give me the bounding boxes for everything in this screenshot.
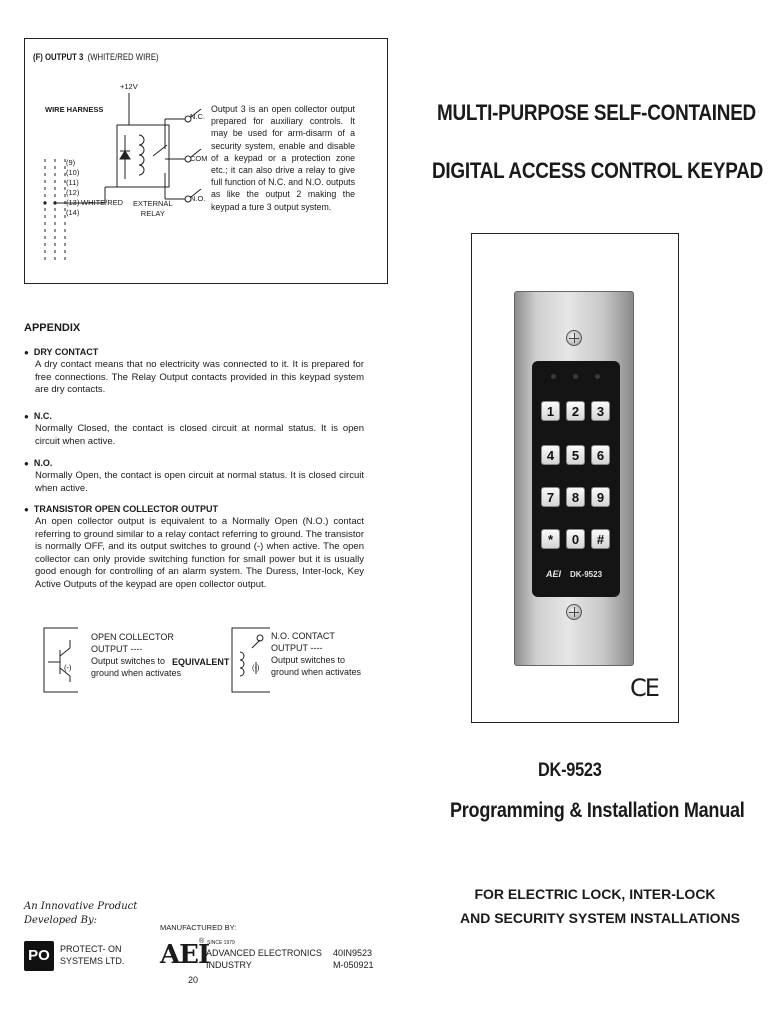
- cover-title-line1: MULTI-PURPOSE SELF-CONTAINED: [437, 100, 756, 125]
- key-0: 0: [566, 529, 585, 549]
- aei-name: ADVANCED ELECTRONICS INDUSTRY: [206, 948, 322, 970]
- output3-heading: (F) OUTPUT 3 (WHITE/RED WIRE): [33, 52, 159, 62]
- keypad-face: 1 2 3 4 5 6 7 8 9 * 0 # AEI DK-9523: [532, 361, 620, 597]
- key-9: 9: [591, 487, 610, 507]
- protecton-logo: PO: [24, 941, 54, 971]
- ground-symbol-right: (-): [252, 663, 260, 672]
- output3-panel: (F) OUTPUT 3 (WHITE/RED WIRE) +12V WIRE …: [24, 38, 388, 284]
- key-star: *: [541, 529, 560, 549]
- appendix-term: N.C.: [33, 411, 52, 421]
- no-contact-caption: N.O. CONTACT OUTPUT ---- Output switches…: [271, 631, 362, 677]
- appendix-title: APPENDIX: [24, 322, 81, 334]
- led-icon: [551, 374, 556, 379]
- top-screw-icon: [566, 330, 582, 346]
- cover-title-line2: DIGITAL ACCESS CONTROL KEYPAD: [432, 158, 764, 183]
- appendix-item-no: ● N.O. Normally Open, the contact is ope…: [24, 458, 364, 494]
- com-label: COM: [190, 154, 208, 163]
- pin-10: (10): [66, 168, 80, 177]
- pin-12: (12): [66, 188, 80, 197]
- aei-since: SINCE 1979: [207, 940, 235, 946]
- appendix-text: Normally Closed, the contact is closed c…: [35, 423, 364, 447]
- appendix-term: N.O.: [33, 458, 53, 468]
- key-6: 6: [591, 445, 610, 465]
- key-2: 2: [566, 401, 585, 421]
- registered-mark: ®: [199, 938, 205, 945]
- equivalence-diagram: [43, 627, 270, 693]
- keypad-brand: AEI: [546, 569, 562, 579]
- relay-wiring-diagram: [43, 93, 202, 264]
- ce-mark-icon: CE: [630, 674, 660, 702]
- bottom-screw-icon: [566, 604, 582, 620]
- appendix-term: TRANSISTOR OPEN COLLECTOR OUTPUT: [33, 504, 219, 514]
- appendix-text: An open collector output is equivalent t…: [35, 516, 364, 590]
- document-codes: 40IN9523 M-050921: [333, 948, 374, 970]
- appendix-item-dry-contact: ● DRY CONTACT A dry contact means that n…: [24, 347, 364, 396]
- led-icon: [573, 374, 578, 379]
- no-label: N.O.: [190, 194, 206, 203]
- key-4: 4: [541, 445, 560, 465]
- cover-subtitle: FOR ELECTRIC LOCK, INTER-LOCK AND SECURI…: [460, 886, 741, 926]
- harness-label: WIRE HARNESS: [45, 105, 104, 114]
- equivalent-label: EQUIVALENT: [172, 657, 230, 667]
- tagline: An Innovative Product Developed By:: [24, 901, 138, 926]
- manual-title: Programming & Installation Manual: [450, 799, 745, 822]
- key-8: 8: [566, 487, 585, 507]
- keypad-photo-frame: [471, 233, 679, 723]
- external-relay-label: EXTERNAL RELAY: [133, 199, 173, 218]
- manufactured-by-label: MANUFACTURED BY:: [160, 923, 237, 932]
- model-number: DK-9523: [538, 760, 602, 781]
- ground-symbol-left: (-): [64, 663, 72, 672]
- output3-description-wrap: Output 3 is an open collector output pre…: [211, 103, 355, 213]
- key-5: 5: [566, 445, 585, 465]
- open-collector-caption: OPEN COLLECTOR OUTPUT ---- Output switch…: [91, 632, 182, 678]
- page-number: 20: [188, 975, 199, 985]
- keypad-model: DK-9523: [570, 570, 603, 579]
- led-icon: [595, 374, 600, 379]
- appendix-text: A dry contact means that no electricity …: [35, 359, 364, 396]
- pin-9: (9): [66, 158, 76, 167]
- protecton-name: PROTECT- ON SYSTEMS LTD.: [60, 944, 125, 966]
- pin-14: (14): [66, 208, 80, 217]
- appendix-item-nc: ● N.C. Normally Closed, the contact is c…: [24, 411, 364, 447]
- appendix-item-transistor: ● TRANSISTOR OPEN COLLECTOR OUTPUT An op…: [24, 504, 364, 590]
- voltage-label: +12V: [120, 82, 138, 91]
- key-hash: #: [591, 529, 610, 549]
- output3-description: Output 3 is an open collector output pre…: [211, 104, 355, 212]
- key-3: 3: [591, 401, 610, 421]
- nc-label: N.C.: [190, 112, 205, 121]
- appendix-text: Normally Open, the contact is open circu…: [35, 470, 364, 494]
- key-1: 1: [541, 401, 560, 421]
- aei-logo: AEI: [160, 940, 210, 970]
- key-7: 7: [541, 487, 560, 507]
- appendix-term: DRY CONTACT: [33, 347, 99, 357]
- pin-11: (11): [66, 178, 79, 187]
